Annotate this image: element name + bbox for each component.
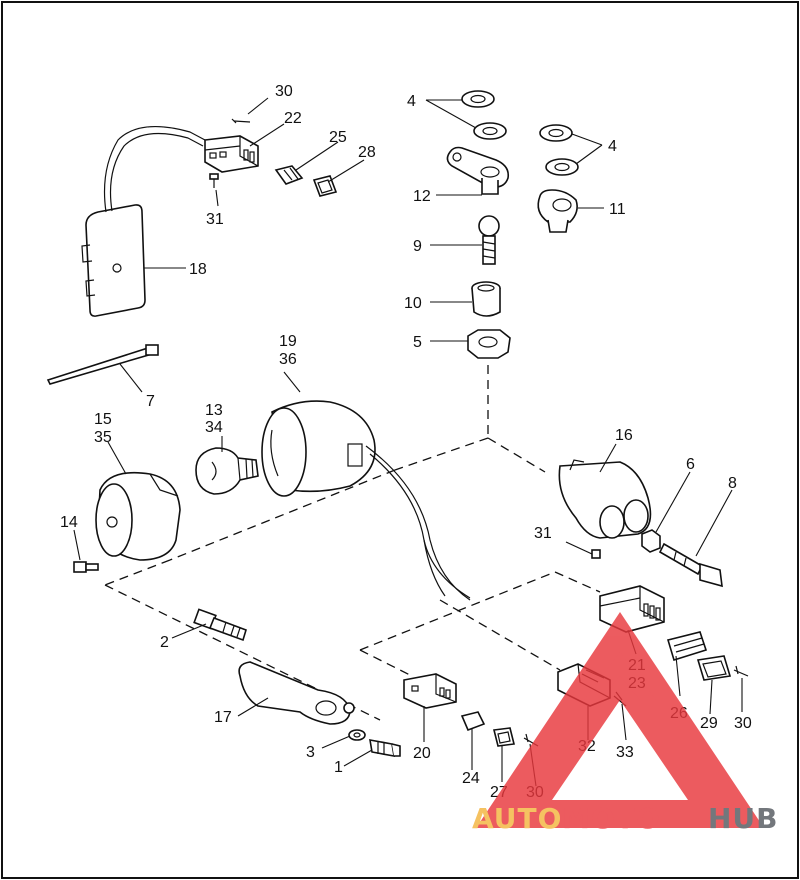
callout-35: 35 <box>94 429 112 446</box>
leader-lines <box>73 97 743 787</box>
part-3-washer <box>348 729 366 741</box>
callout-6: 6 <box>686 456 695 473</box>
part-30-pin-right <box>733 665 749 677</box>
part-11-clamp <box>537 189 578 233</box>
part-8-bolt <box>658 542 723 588</box>
callout-4-left: 4 <box>407 93 416 110</box>
part-9-ball-stud <box>478 215 500 265</box>
part-26-terminal-lock <box>666 631 708 662</box>
part-13-bulb <box>195 447 259 495</box>
logo-text-moto: MOTO <box>562 802 661 835</box>
logo-triangle-icon <box>476 612 764 828</box>
callout-15: 15 <box>94 411 112 428</box>
callout-34: 34 <box>205 419 223 436</box>
callout-36: 36 <box>279 351 297 368</box>
part-31-screw-top <box>209 173 219 188</box>
callout-10: 10 <box>404 295 422 312</box>
part-5-nut <box>467 329 511 359</box>
part-27-seal <box>493 727 515 747</box>
part-20-connector <box>403 673 457 709</box>
callout-25: 25 <box>329 129 347 146</box>
logo-text-hub: HUB <box>708 802 779 835</box>
part-12-bracket <box>446 146 510 195</box>
part-31-screw-lower <box>565 541 601 559</box>
callout-30-top: 30 <box>275 83 293 100</box>
part-10-bushing <box>471 281 501 317</box>
part-22-connector <box>204 135 259 173</box>
logo-inner-triangle-icon <box>584 652 656 700</box>
callout-8: 8 <box>728 475 737 492</box>
callout-16: 16 <box>615 427 633 444</box>
part-1-bolt <box>369 739 401 757</box>
callout-17: 17 <box>214 709 232 726</box>
callout-11: 11 <box>609 201 626 218</box>
part-25-terminal <box>274 165 304 185</box>
part-24-terminal-lock <box>460 711 486 732</box>
callout-33: 33 <box>616 744 634 761</box>
part-16-channel <box>558 459 652 539</box>
callout-1: 1 <box>334 759 343 776</box>
part-4-lockwashers <box>461 90 579 176</box>
logo-text-auto: AUTO <box>472 802 562 835</box>
callout-30-right: 30 <box>734 715 752 732</box>
part-7-cable-tie <box>46 344 159 385</box>
callout-4-right: 4 <box>608 138 617 155</box>
part-30-pin-top <box>231 118 251 124</box>
callout-2: 2 <box>160 634 169 651</box>
part-19-lamp-housing <box>261 400 471 601</box>
part-18-module <box>81 126 206 317</box>
callout-19: 19 <box>279 333 297 350</box>
part-17-lever <box>238 661 355 725</box>
callout-31-lower: 31 <box>534 525 552 542</box>
callout-28: 28 <box>358 144 376 161</box>
callout-3: 3 <box>306 744 315 761</box>
part-29-seal <box>696 655 732 681</box>
watermark-logo: AUTO MOTO HUB <box>472 612 779 835</box>
callout-7: 7 <box>146 393 155 410</box>
callout-22: 22 <box>284 110 302 127</box>
callout-12: 12 <box>413 188 431 205</box>
callout-18: 18 <box>189 261 207 278</box>
callout-9: 9 <box>413 238 422 255</box>
part-15-lamp-ring <box>95 471 181 561</box>
callout-29: 29 <box>700 715 718 732</box>
callout-20: 20 <box>413 745 431 762</box>
part-21-connector <box>599 585 665 633</box>
callout-14: 14 <box>60 514 78 531</box>
callout-5: 5 <box>413 334 422 351</box>
part-14-screw <box>73 561 99 573</box>
callout-31-top: 31 <box>206 211 224 228</box>
part-2-bolt <box>193 608 247 642</box>
callout-24: 24 <box>462 770 480 787</box>
part-6-nut <box>641 529 661 553</box>
callout-13: 13 <box>205 402 223 419</box>
